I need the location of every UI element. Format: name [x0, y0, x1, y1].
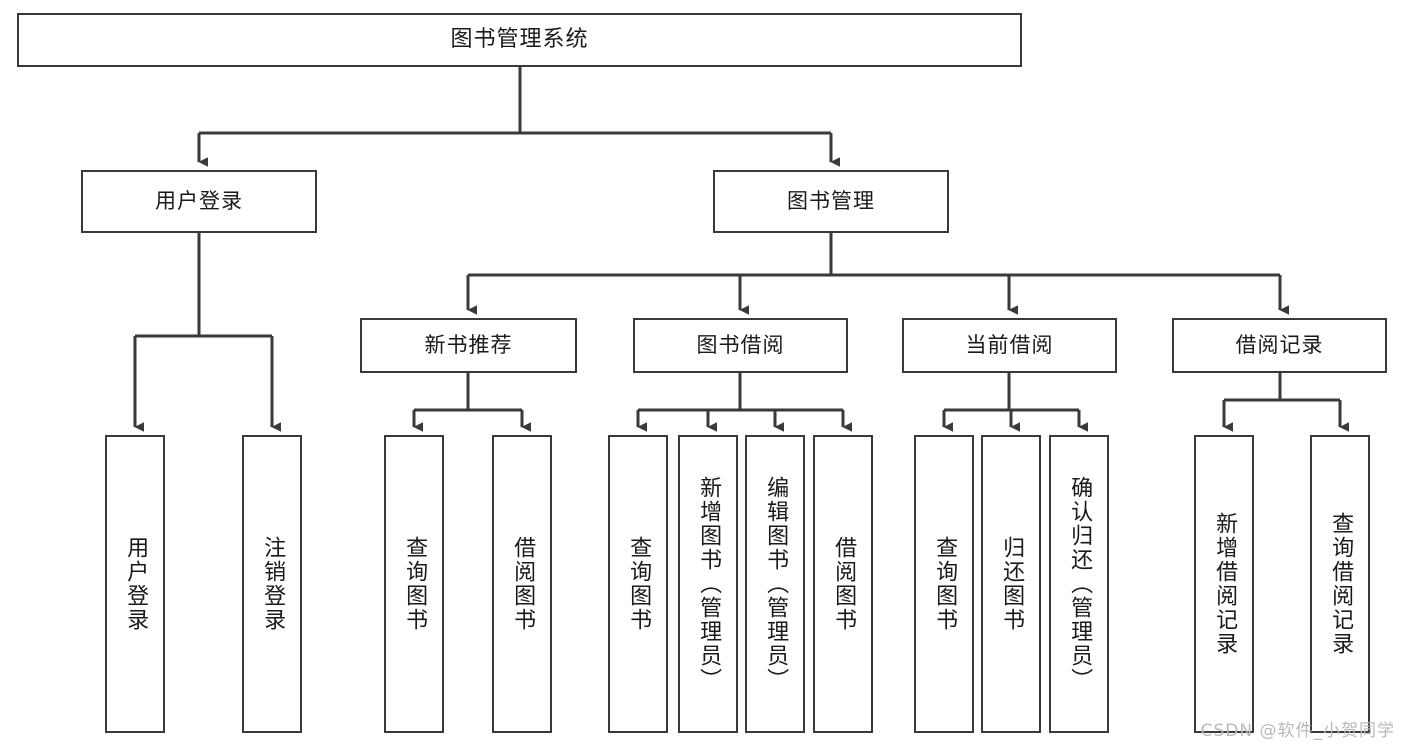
leaf-user-login[interactable]: 用户登录 [105, 435, 165, 733]
leaf-borrow-query-book-label: 查询图书 [626, 536, 652, 632]
leaf-borrow-borrow-book[interactable]: 借阅图书 [813, 435, 873, 733]
leaf-current-return-book-label: 归还图书 [999, 536, 1025, 632]
node-borrow-record-label: 借阅记录 [1235, 333, 1324, 358]
node-root-label: 图书管理系统 [450, 27, 589, 53]
leaf-logout[interactable]: 注销登录 [242, 435, 302, 733]
node-current-borrow-label: 当前借阅 [965, 333, 1054, 358]
node-book-management[interactable]: 图书管理 [713, 170, 949, 233]
leaf-record-query-record[interactable]: 查询借阅记录 [1310, 435, 1370, 733]
node-borrow-record[interactable]: 借阅记录 [1172, 318, 1387, 373]
node-book-management-label: 图书管理 [787, 189, 875, 214]
node-user-login-label: 用户登录 [155, 189, 243, 214]
leaf-borrow-edit-book-admin[interactable]: 编辑图书（管理员） [745, 435, 805, 733]
leaf-newbook-borrow-book[interactable]: 借阅图书 [492, 435, 552, 733]
leaf-logout-label: 注销登录 [260, 536, 286, 632]
node-root[interactable]: 图书管理系统 [17, 13, 1022, 67]
leaf-record-query-record-label: 查询借阅记录 [1328, 512, 1354, 656]
node-book-borrow[interactable]: 图书借阅 [633, 318, 848, 373]
leaf-current-confirm-return-admin-label: 确认归还（管理员） [1067, 476, 1093, 692]
leaf-borrow-add-book-admin[interactable]: 新增图书（管理员） [678, 435, 738, 733]
leaf-current-query-book[interactable]: 查询图书 [914, 435, 974, 733]
leaf-borrow-query-book[interactable]: 查询图书 [608, 435, 668, 733]
leaf-borrow-borrow-book-label: 借阅图书 [831, 536, 857, 632]
leaf-current-return-book[interactable]: 归还图书 [981, 435, 1041, 733]
node-current-borrow[interactable]: 当前借阅 [902, 318, 1117, 373]
leaf-newbook-borrow-book-label: 借阅图书 [510, 536, 536, 632]
leaf-record-add-record-label: 新增借阅记录 [1212, 512, 1238, 656]
leaf-record-add-record[interactable]: 新增借阅记录 [1194, 435, 1254, 733]
leaf-current-confirm-return-admin[interactable]: 确认归还（管理员） [1049, 435, 1109, 733]
leaf-user-login-label: 用户登录 [123, 536, 149, 632]
leaf-newbook-query-book-label: 查询图书 [402, 536, 428, 632]
leaf-newbook-query-book[interactable]: 查询图书 [384, 435, 444, 733]
node-user-login[interactable]: 用户登录 [81, 170, 317, 233]
node-new-book-recommend-label: 新书推荐 [424, 333, 513, 358]
node-book-borrow-label: 图书借阅 [696, 333, 785, 358]
leaf-current-query-book-label: 查询图书 [932, 536, 958, 632]
node-new-book-recommend[interactable]: 新书推荐 [360, 318, 577, 373]
leaf-borrow-edit-book-admin-label: 编辑图书（管理员） [763, 476, 789, 692]
leaf-borrow-add-book-admin-label: 新增图书（管理员） [696, 476, 722, 692]
